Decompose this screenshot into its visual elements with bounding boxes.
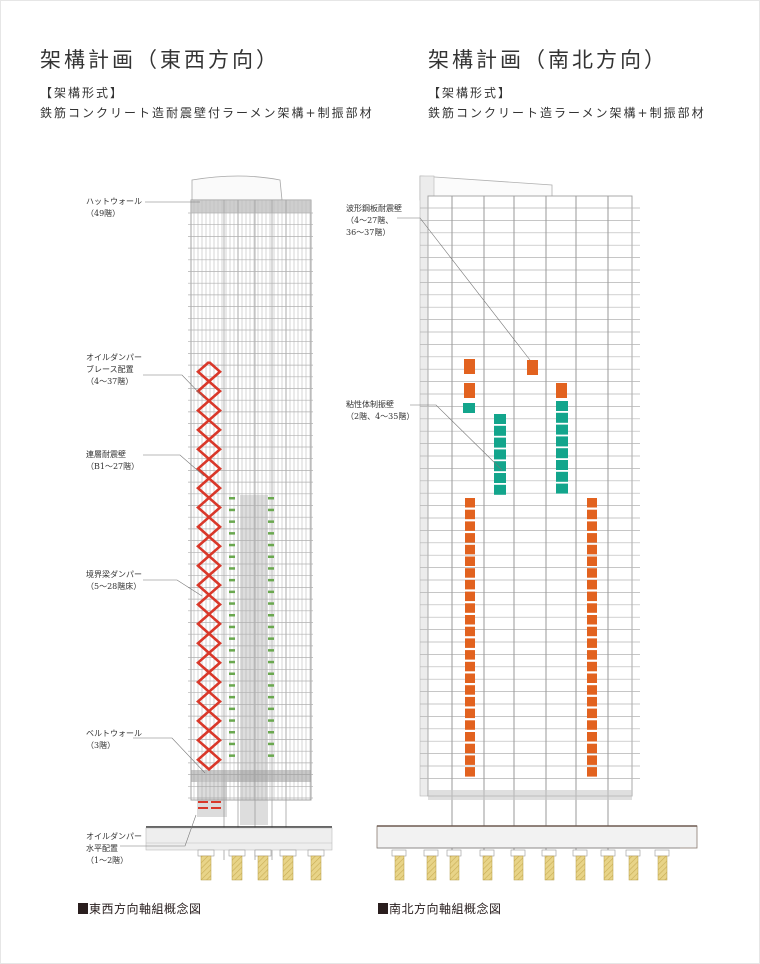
annotation-boundary-beam-damper: 境界梁ダンパー （5〜28階床） bbox=[86, 570, 142, 591]
annotation-viscous-damping-wall: 粘性体制振壁 （2階、4〜35階） bbox=[346, 400, 415, 421]
annotation-horizontal-oil-damper: オイルダンパー 水平配置 （1〜2階） bbox=[86, 832, 142, 865]
south-north-building bbox=[376, 175, 698, 881]
left-leader-lines bbox=[120, 201, 206, 847]
annotation-corrugated-steel-wall: 波形鋼板耐震壁 （4〜27階、 36〜37階） bbox=[346, 204, 402, 237]
left-caption: 東西方向軸組概念図 bbox=[78, 900, 202, 917]
right-title: 架構計画（南北方向） bbox=[428, 48, 668, 72]
left-title: 架構計画（東西方向） bbox=[40, 48, 280, 72]
piles-east-west bbox=[197, 849, 325, 881]
right-caption: 南北方向軸組概念図 bbox=[378, 900, 502, 917]
square-bullet-icon bbox=[78, 903, 88, 914]
right-structure-type: 鉄筋コンクリート造ラーメン架構+制振部材 bbox=[428, 106, 706, 120]
right-leader-lines bbox=[397, 217, 531, 471]
corrugated-steel-shear-walls bbox=[464, 359, 597, 777]
annotation-continuous-shear-wall: 連層耐震壁 （B1〜27階） bbox=[86, 450, 140, 471]
piles-south-north bbox=[391, 849, 670, 881]
right-caption-text: 南北方向軸組概念図 bbox=[389, 902, 502, 916]
left-structure-type: 鉄筋コンクリート造耐震壁付ラーメン架構+制振部材 bbox=[40, 106, 374, 120]
annotation-belt-wall: ベルトウォール （3階） bbox=[86, 729, 142, 750]
viscous-damping-walls bbox=[463, 401, 568, 495]
annotation-oil-damper-brace: オイルダンパー ブレース配置 （4〜37階） bbox=[86, 353, 142, 386]
left-caption-text: 東西方向軸組概念図 bbox=[89, 902, 202, 916]
annotation-hat-wall: ハットウォール （49階） bbox=[86, 197, 142, 218]
horizontal-oil-dampers bbox=[198, 801, 221, 809]
left-structure-heading: 【架構形式】 bbox=[40, 86, 125, 100]
east-west-building bbox=[145, 175, 333, 881]
boundary-beam-dampers bbox=[229, 497, 274, 757]
right-structure-heading: 【架構形式】 bbox=[428, 86, 513, 100]
square-bullet-icon bbox=[378, 903, 388, 914]
oil-damper-braces bbox=[196, 361, 222, 772]
